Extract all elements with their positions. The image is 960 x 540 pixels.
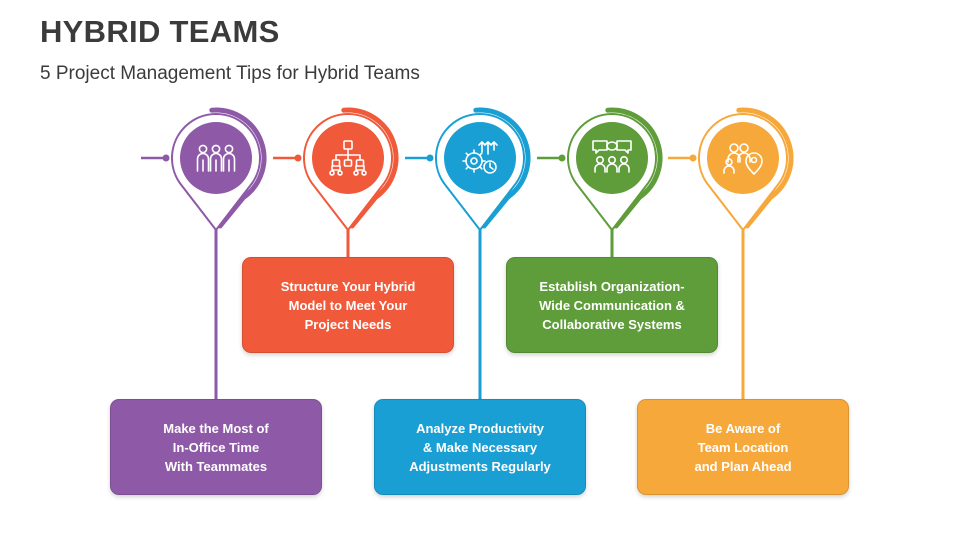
pin-3-dot: [426, 154, 434, 162]
pin-5-circle: [707, 122, 779, 194]
card-2-text: Structure Your Hybrid Model to Meet Your…: [280, 278, 416, 332]
card-4: Establish Organization- Wide Communicati…: [506, 257, 718, 353]
pin-5-outer: [736, 107, 794, 229]
pin-4-circle: [576, 122, 648, 194]
team-icon: [196, 144, 236, 172]
pin-3: [405, 107, 531, 231]
connectors: [214, 228, 745, 399]
pin-4-dot: [558, 154, 566, 162]
pin-5-dot: [689, 154, 697, 162]
card-3: Analyze Productivity & Make Necessary Ad…: [374, 399, 586, 495]
communication-icon: [592, 140, 632, 173]
pin-5: [668, 107, 794, 231]
org-chart-icon: [329, 140, 367, 176]
card-1-text: Make the Most of In-Office Time With Tea…: [163, 420, 269, 474]
pin-1: [141, 107, 267, 231]
pin-4-outer: [605, 107, 663, 229]
pin-2-outer: [341, 107, 399, 229]
pin-2-dot: [294, 154, 302, 162]
page-title: HYBRID TEAMS: [40, 14, 280, 49]
productivity-icon: [462, 141, 498, 174]
page-subtitle: 5 Project Management Tips for Hybrid Tea…: [40, 63, 420, 84]
pin-1-outer: [209, 107, 267, 229]
card-1: Make the Most of In-Office Time With Tea…: [110, 399, 322, 495]
pin-3-outer: [473, 107, 531, 229]
location-team-icon: [723, 143, 763, 175]
pin-4: [537, 107, 663, 231]
pin-2: [273, 107, 399, 231]
card-5-text: Be Aware of Team Location and Plan Ahead: [694, 420, 792, 474]
card-2: Structure Your Hybrid Model to Meet Your…: [242, 257, 454, 353]
pin-3-circle: [444, 122, 516, 194]
pin-1-circle: [180, 122, 252, 194]
card-5: Be Aware of Team Location and Plan Ahead: [637, 399, 849, 495]
card-4-text: Establish Organization- Wide Communicati…: [539, 278, 685, 332]
pin-1-dot: [162, 154, 170, 162]
card-3-text: Analyze Productivity & Make Necessary Ad…: [409, 420, 551, 474]
pins: [141, 107, 794, 231]
